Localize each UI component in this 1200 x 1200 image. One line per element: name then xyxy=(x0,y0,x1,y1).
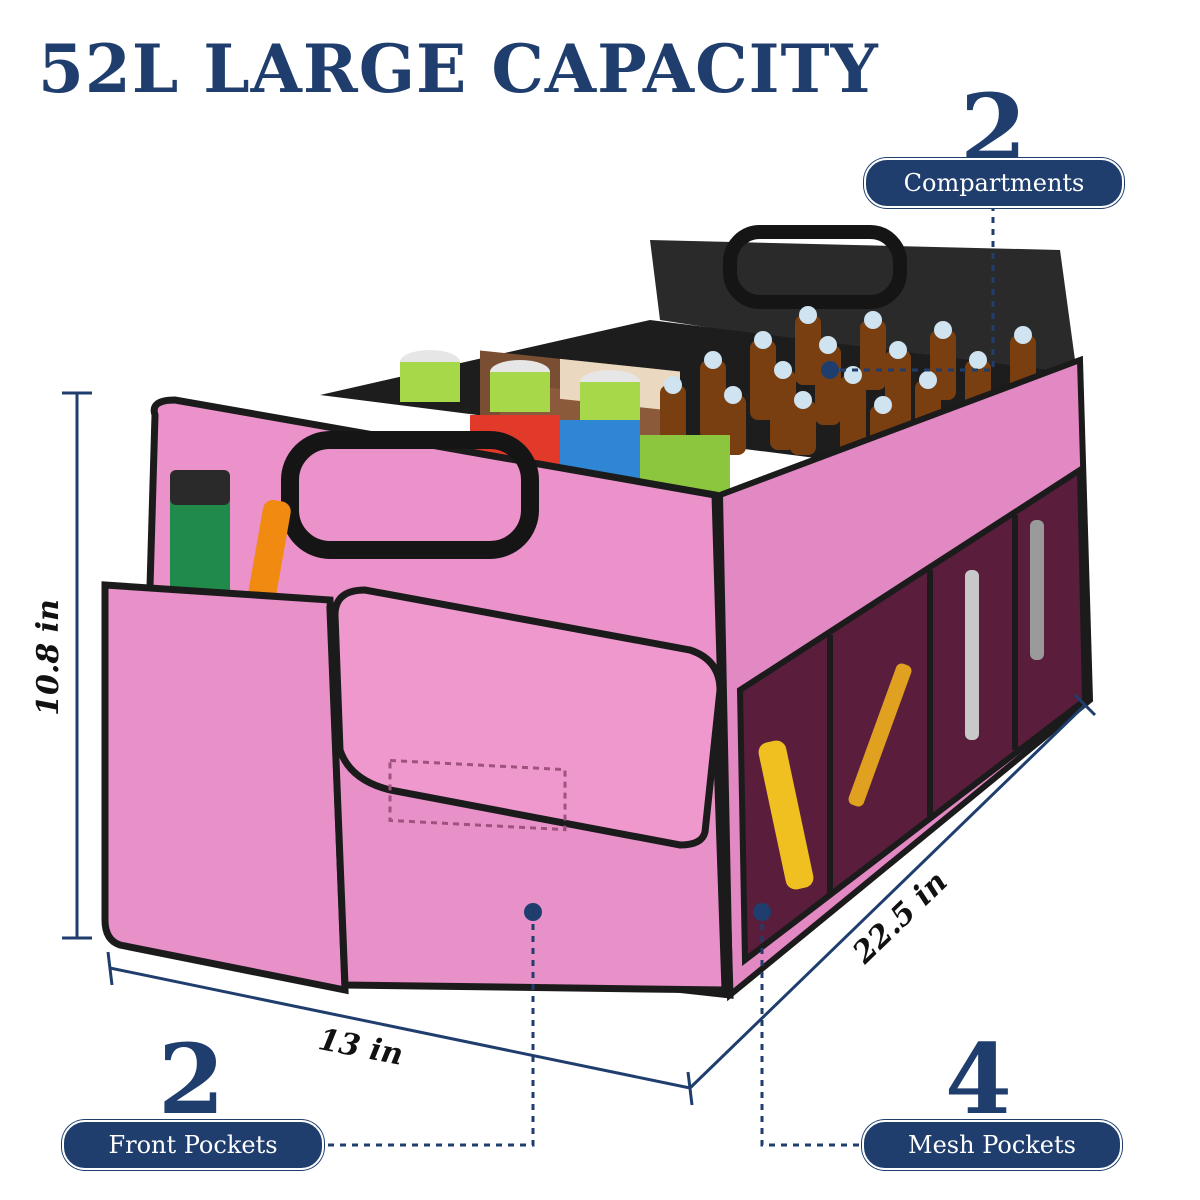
mesh-pockets-count: 4 xyxy=(945,1023,1012,1136)
compartments-pill: Compartments xyxy=(864,158,1124,208)
headline: 52L LARGE CAPACITY xyxy=(38,30,879,108)
dimension-lines xyxy=(62,391,1097,1106)
beer-bottles xyxy=(660,315,1036,455)
front-handle xyxy=(281,431,539,559)
mesh-pockets-pill: Mesh Pockets xyxy=(862,1120,1122,1170)
label-patch xyxy=(388,758,567,832)
back-handle xyxy=(723,225,907,309)
leader-lines xyxy=(320,205,995,1147)
front-pocket-tools xyxy=(170,470,291,611)
mesh-tools xyxy=(758,520,1044,890)
front-pockets-count: 2 xyxy=(158,1023,225,1136)
mesh-panel xyxy=(736,464,1089,966)
green-cans-back xyxy=(400,350,640,422)
pocket-flap xyxy=(331,586,724,849)
left-front-pocket xyxy=(101,581,349,995)
height-dimension: 10.8 in xyxy=(30,599,66,716)
bottle-caps xyxy=(664,306,1032,414)
front-pockets-pill: Front Pockets xyxy=(62,1120,324,1170)
leader-dots xyxy=(524,361,839,921)
mesh-dividers xyxy=(827,515,1018,895)
organizer-back-panel xyxy=(650,240,1075,380)
